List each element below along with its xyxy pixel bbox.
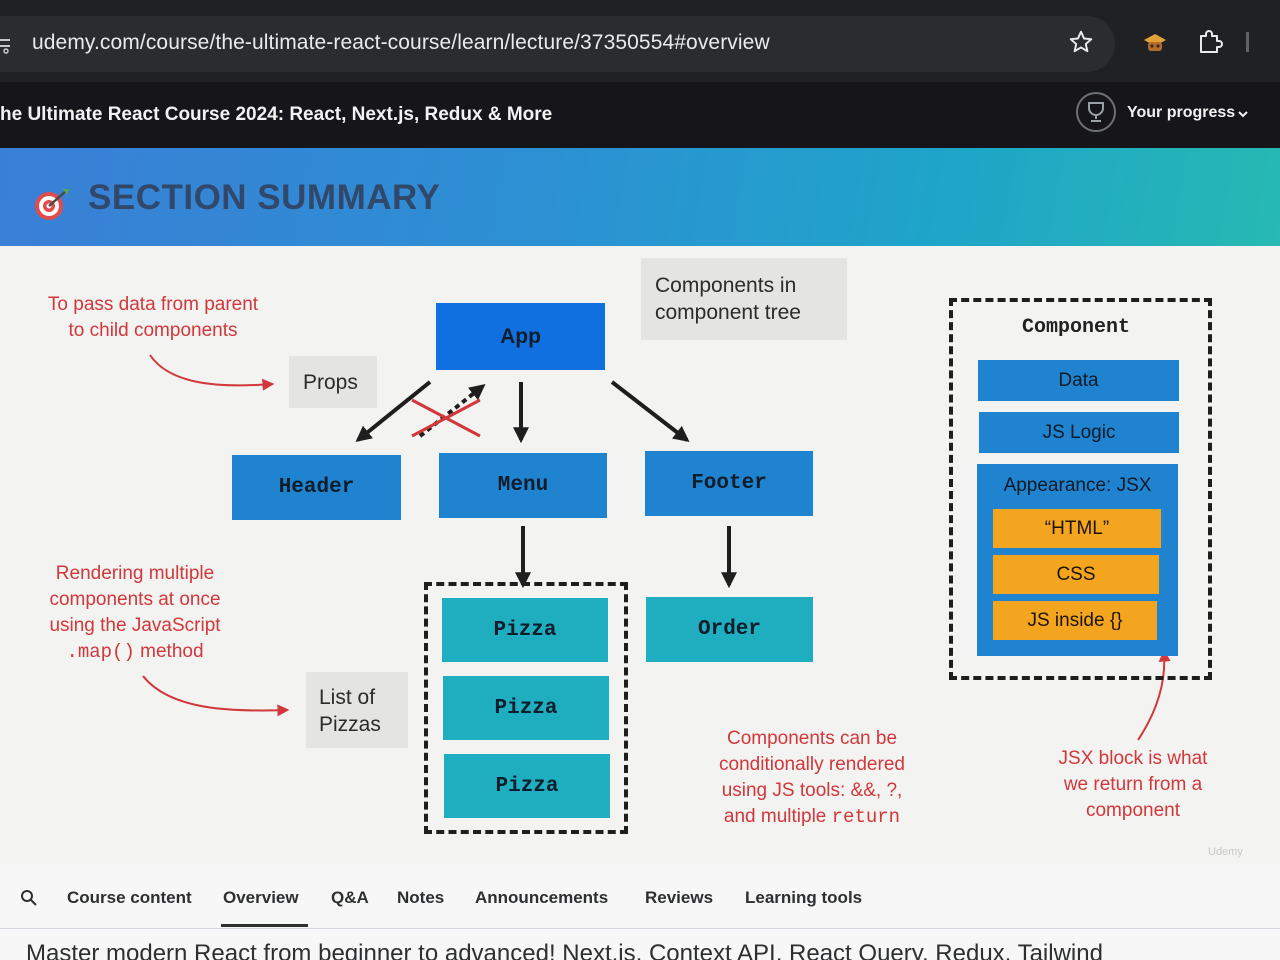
js-inside-box: JS inside {} [993,601,1157,640]
js-logic-box: JS Logic [979,412,1179,453]
tab-reviews[interactable]: Reviews [645,888,714,907]
tab-announcements[interactable]: Announcements [475,888,609,907]
menu-component-box: Menu [439,453,607,518]
data-box: Data [978,360,1179,401]
trophy-icon[interactable] [1075,91,1117,133]
tab-overview[interactable]: Overview [223,888,299,907]
tab-notes[interactable]: Notes [397,888,445,907]
map-note: Rendering multiple components at once us… [49,563,221,663]
section-banner [0,148,1280,246]
star-icon[interactable] [1068,29,1094,55]
pizza-list-outline [424,582,628,834]
extension-icon[interactable] [1140,28,1170,58]
puzzle-icon[interactable] [1196,28,1224,56]
url-text[interactable]: udemy.com/course/the-ultimate-react-cour… [32,31,770,54]
tabs-divider [0,928,1280,929]
appearance-jsx-label: Appearance: JSX [1003,475,1152,496]
pizza-component-box: Pizza [443,676,609,740]
pizza-component-box: Pizza [442,598,608,662]
target-icon [35,189,69,220]
component-anatomy-title: Component [1022,316,1131,339]
jsx-note: JSX block is what we return from a compo… [1058,748,1208,821]
tab-course-content[interactable]: Course content [67,888,192,907]
css-box: CSS [993,555,1159,594]
udemy-watermark: Udemy [1208,846,1243,858]
tab-learning-tools[interactable]: Learning tools [745,888,863,907]
tree-label: Components in component tree [641,258,847,340]
pizza-component-box: Pizza [444,754,610,818]
section-title: SECTION SUMMARY [88,178,441,217]
course-description: Master modern React from beginner to adv… [26,940,1103,960]
tune-icon[interactable] [0,36,12,54]
props-note: To pass data from parent to child compon… [47,294,259,341]
course-title[interactable]: he Ultimate React Course 2024: React, Ne… [0,104,553,125]
toolbar-divider [1246,32,1249,52]
header-component-box: Header [232,455,401,520]
conditional-note: Components can be conditionally rendered… [719,728,905,828]
search-icon[interactable] [20,889,38,907]
active-tab-indicator [221,924,308,927]
order-component-box: Order [646,597,813,662]
component-anatomy-outline [949,298,1212,680]
html-box: “HTML” [993,509,1161,548]
course-header [0,82,1280,148]
footer-component-box: Footer [645,451,813,516]
chevron-down-icon[interactable] [1237,109,1249,119]
props-label: Props [289,356,377,408]
address-bar[interactable] [0,16,1115,72]
progress-label[interactable]: Your progress [1127,104,1236,121]
app-component-box: App [436,303,605,370]
list-of-pizzas-label: List of Pizzas [306,672,408,748]
tab-qa[interactable]: Q&A [331,888,369,907]
lecture-tabs-bar [0,864,1280,960]
